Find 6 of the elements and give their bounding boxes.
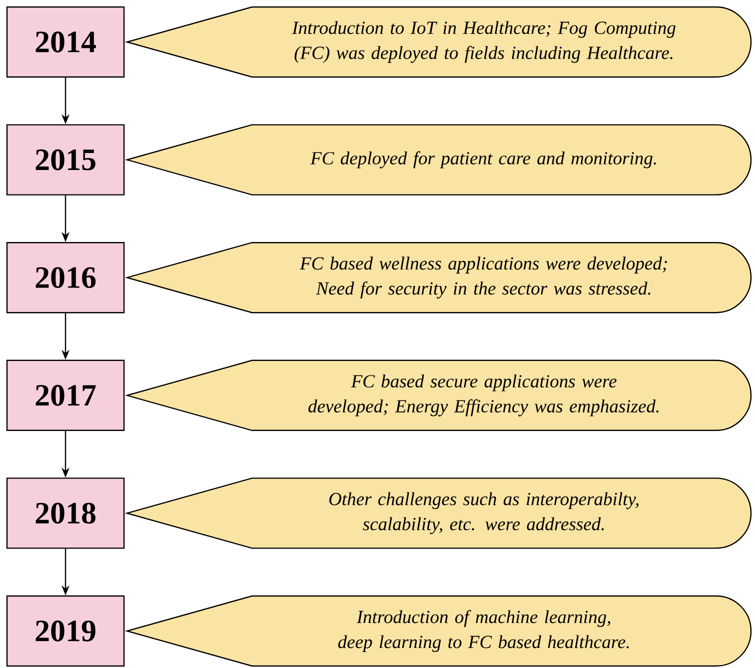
year-box: 2017 [6,360,125,431]
year-box: 2015 [6,124,125,196]
year-box: 2019 [6,595,125,667]
year-box: 2014 [6,6,125,78]
year-box: 2018 [6,478,125,549]
year-box: 2016 [6,242,125,314]
